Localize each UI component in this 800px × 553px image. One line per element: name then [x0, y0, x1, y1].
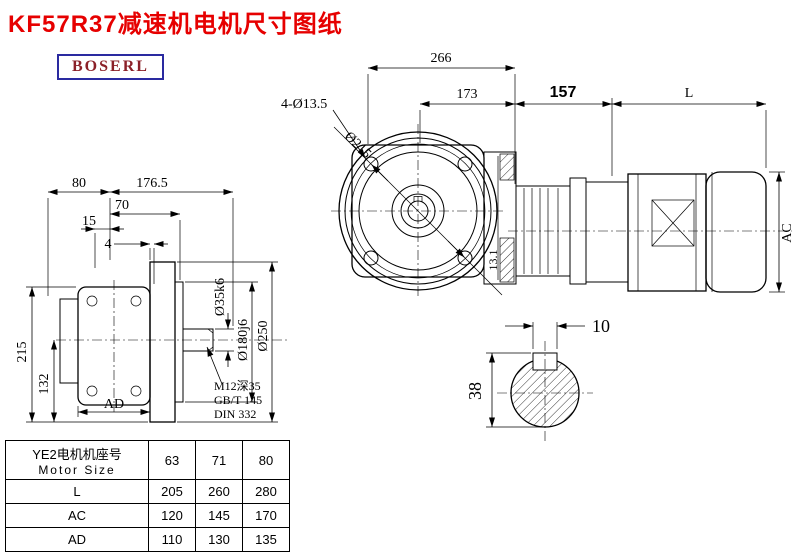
- shaft-dia-label: Ø35k6: [213, 278, 228, 316]
- shaft-section-view: 10 38: [465, 316, 610, 441]
- row-label-AC: AC: [5, 503, 149, 528]
- dim-176-5-label: 176.5: [136, 176, 168, 191]
- dim-70-label: 70: [115, 198, 129, 213]
- motor-size-table: YE2电机机座号 Motor Size 63 71 80 L 205 260 2…: [5, 440, 290, 552]
- shaft-section-linework: [486, 322, 593, 441]
- center-height-132-label: 132: [37, 374, 52, 395]
- height-215-label: 215: [15, 342, 30, 363]
- table-row-AC: AC 120 145 170: [5, 503, 290, 528]
- value-L-63: 205: [148, 479, 196, 504]
- dim-266-label: 266: [431, 51, 452, 66]
- rib-label: 13.1: [486, 250, 500, 271]
- row-label-AD: AD: [5, 527, 149, 552]
- motor-length-label: L: [685, 86, 694, 101]
- value-AC-63: 120: [148, 503, 196, 528]
- value-AD-63: 110: [148, 527, 196, 552]
- brand-logo: BOSERL: [57, 54, 164, 80]
- bolt-holes-label: 4-Ø13.5: [281, 97, 327, 112]
- value-AC-80: 170: [242, 503, 290, 528]
- dim-157-label: 157: [550, 84, 577, 101]
- frame-size-71: 71: [195, 440, 243, 480]
- dim-80-label: 80: [72, 176, 86, 191]
- tap-note-line2: GB/T 145: [214, 393, 262, 407]
- frame-size-80: 80: [242, 440, 290, 480]
- motor-dia-label: AC: [780, 223, 795, 242]
- tap-note-line3: DIN 332: [214, 407, 256, 421]
- side-view-linework: [26, 189, 288, 423]
- value-L-80: 280: [242, 479, 290, 504]
- table-header-row: YE2电机机座号 Motor Size 63 71 80: [5, 440, 290, 480]
- front-view: 266 173 4-Ø13.5 Ø215 157 L AC 13.1: [281, 51, 795, 298]
- dim-15-label: 15: [82, 214, 96, 229]
- dim-4-label: 4: [105, 237, 112, 252]
- tap-note-line1: M12深35: [214, 379, 261, 393]
- table-row-AD: AD 110 130 135: [5, 527, 290, 552]
- value-L-71: 260: [195, 479, 243, 504]
- spigot-dia-label: Ø180j6: [236, 319, 251, 361]
- front-view-linework: [331, 65, 792, 298]
- dim-173-label: 173: [457, 87, 478, 102]
- section-height-label: 38: [465, 382, 485, 400]
- key-width-label: 10: [592, 316, 610, 336]
- row-label-L: L: [5, 479, 149, 504]
- flange-dia-label: Ø250: [256, 320, 271, 351]
- table-row-L: L 205 260 280: [5, 479, 290, 504]
- ad-label: AD: [104, 397, 124, 412]
- frame-size-63: 63: [148, 440, 196, 480]
- page-title: KF57R37减速机电机尺寸图纸: [8, 11, 343, 38]
- value-AD-71: 130: [195, 527, 243, 552]
- value-AC-71: 145: [195, 503, 243, 528]
- table-header-cn: YE2电机机座号: [32, 446, 122, 462]
- table-header-en: Motor Size: [38, 462, 116, 477]
- side-view: 80 176.5 70 15 4 215 132 Ø35k6 Ø180j6 Ø2…: [15, 176, 288, 423]
- table-header-cell: YE2电机机座号 Motor Size: [5, 440, 149, 480]
- value-AD-80: 135: [242, 527, 290, 552]
